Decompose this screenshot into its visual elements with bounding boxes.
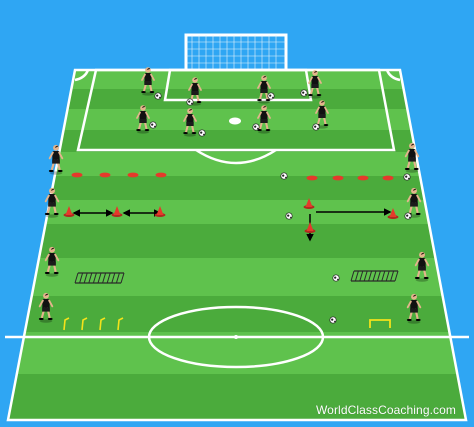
player-icon — [183, 108, 197, 137]
cone-icon — [382, 175, 394, 181]
player-icon — [44, 246, 60, 277]
ball-icon — [285, 212, 293, 220]
agility-ladder-icon — [350, 270, 399, 282]
penalty-spot — [229, 117, 241, 125]
cone-icon — [154, 206, 166, 217]
ball-icon — [267, 92, 275, 100]
cone-icon — [99, 172, 111, 178]
watermark-text: WorldClassCoaching.com — [315, 403, 456, 417]
player-icon — [141, 67, 155, 96]
center-circle — [147, 305, 325, 369]
goal-area — [163, 68, 313, 102]
cone-icon — [63, 206, 75, 217]
pitch-markings — [5, 68, 469, 422]
mini-hurdle-icon — [99, 317, 106, 331]
ball-icon — [332, 274, 340, 282]
ball-icon — [329, 316, 337, 324]
player-icon — [136, 105, 150, 134]
player-icon — [44, 187, 60, 218]
ball-icon — [154, 92, 162, 100]
cone-icon — [111, 206, 123, 217]
ball-icon — [404, 212, 412, 220]
player-icon — [406, 293, 422, 324]
cone-icon — [127, 172, 139, 178]
mini-hurdle-icon — [369, 319, 391, 328]
corner-arc-left — [74, 69, 90, 82]
ball-icon — [312, 123, 320, 131]
cone-icon — [306, 175, 318, 181]
ball-icon — [280, 172, 288, 180]
center-spot — [234, 335, 238, 339]
cone-icon — [304, 222, 316, 233]
player-icon — [257, 75, 271, 104]
cone-icon — [357, 175, 369, 181]
cone-icon — [303, 198, 315, 209]
penalty-arc — [195, 148, 277, 165]
cone-icon — [71, 172, 83, 178]
corner-arc-right — [385, 69, 401, 82]
player-icon — [48, 144, 64, 175]
ball-icon — [403, 173, 411, 181]
ball-icon — [186, 98, 194, 106]
cone-icon — [155, 172, 167, 178]
mini-hurdle-icon — [63, 317, 70, 331]
ball-icon — [198, 129, 206, 137]
ball-icon — [252, 123, 260, 131]
player-icon — [38, 292, 54, 323]
player-icon — [257, 105, 271, 134]
mini-hurdle-icon — [117, 317, 124, 331]
player-icon — [308, 70, 322, 99]
agility-ladder-icon — [74, 272, 125, 284]
cone-icon — [387, 208, 399, 219]
cone-icon — [332, 175, 344, 181]
player-icon — [414, 251, 430, 282]
player-icon — [404, 142, 420, 173]
mini-hurdle-icon — [81, 317, 88, 331]
ball-icon — [300, 89, 308, 97]
ball-icon — [149, 121, 157, 129]
